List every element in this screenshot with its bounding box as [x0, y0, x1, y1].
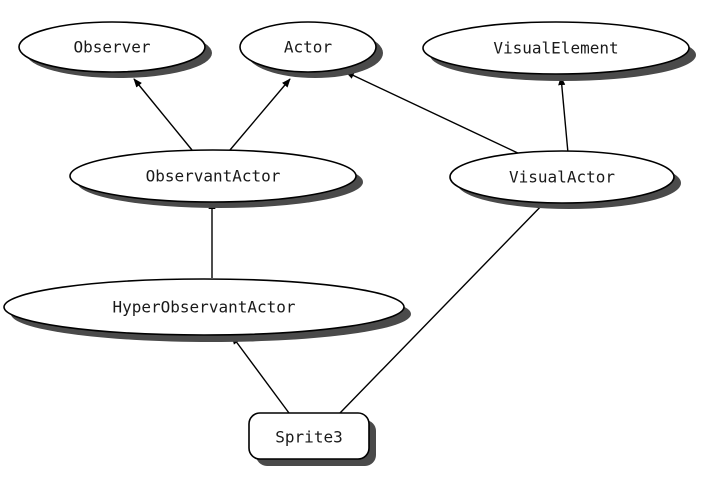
node-actor: Actor	[239, 21, 383, 78]
node-sprite3-label: Sprite3	[275, 428, 342, 447]
edge-observantactor-to-observer	[133, 78, 193, 151]
node-actor-label: Actor	[284, 38, 333, 57]
node-visualelement-label: VisualElement	[493, 39, 618, 58]
node-observantactor-label: ObservantActor	[146, 167, 281, 186]
edge-sprite3-to-visualactor	[339, 198, 549, 414]
edge-visualactor-to-visualelement	[558, 76, 569, 154]
edge-observantactor-to-actor	[229, 78, 291, 151]
node-visualelement: VisualElement	[422, 21, 696, 81]
node-visualactor: VisualActor	[449, 150, 681, 209]
edge-sprite3-to-hyperobservantactor	[231, 335, 290, 414]
node-observer-label: Observer	[73, 38, 150, 57]
node-sprite3: Sprite3	[248, 412, 376, 466]
node-hyperobservantactor-label: HyperObservantActor	[112, 298, 295, 317]
node-observantactor: ObservantActor	[69, 149, 363, 208]
node-visualactor-label: VisualActor	[509, 168, 615, 187]
node-hyperobservantactor: HyperObservantActor	[3, 278, 411, 342]
node-observer: Observer	[18, 21, 212, 78]
edge-layer	[133, 71, 569, 414]
edge-visualactor-to-actor	[345, 71, 523, 156]
